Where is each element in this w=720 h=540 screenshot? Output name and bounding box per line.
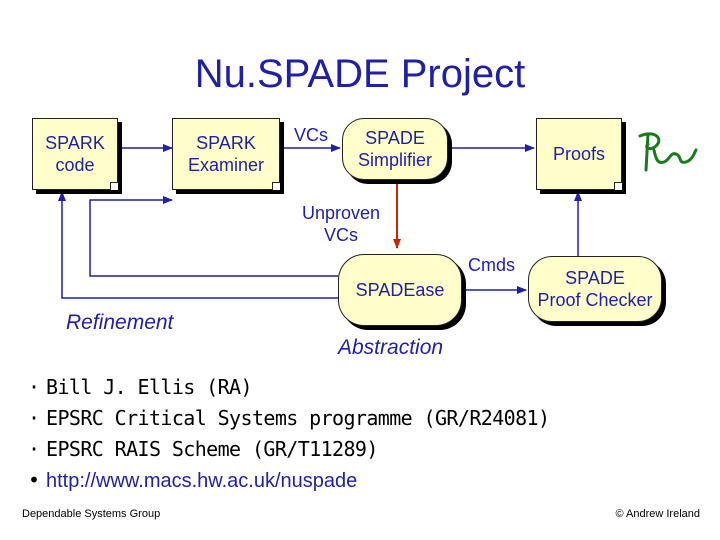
bullet-marker: • — [28, 468, 40, 492]
bullet-text: EPSRC RAIS Scheme (GR/T11289) — [46, 437, 378, 461]
bullet-text: Bill J. Ellis (RA) — [46, 375, 253, 399]
bullet-marker: · — [28, 406, 40, 430]
label-vcs: VCs — [294, 125, 329, 145]
signature-icon — [638, 132, 698, 172]
bullet-list: ·Bill J. Ellis (RA) ·EPSRC Critical Syst… — [28, 372, 550, 496]
label-unproven-vcs: Unproven VCs — [301, 203, 381, 245]
box-spadease: SPADEase — [338, 254, 462, 326]
bullet-marker: · — [28, 375, 40, 399]
label-refinement: Refinement — [66, 311, 174, 334]
bullet-item: • http://www.macs.hw.ac.uk/nuspade — [28, 465, 549, 496]
arrow-refinement — [58, 191, 338, 299]
bullet-item: ·Bill J. Ellis (RA) — [28, 372, 549, 403]
bullet-marker: · — [28, 437, 40, 461]
bullet-item: ·EPSRC Critical Systems programme (GR/R2… — [28, 403, 550, 434]
footer-left: Dependable Systems Group — [22, 508, 161, 520]
arrow-abstraction — [89, 196, 338, 277]
box-proofs: Proofs — [536, 118, 622, 190]
bullet-item: ·EPSRC RAIS Scheme (GR/T11289) — [28, 434, 549, 465]
box-spark-examiner-label: SPARK Examiner — [187, 133, 265, 175]
label-abstraction: Abstraction — [338, 336, 444, 359]
box-proof-checker-label: SPADE Proof Checker — [537, 268, 653, 310]
bullet-text: EPSRC Critical Systems programme (GR/R24… — [46, 406, 550, 430]
box-spade-simplifier: SPADE Simplifier — [342, 118, 448, 180]
footer-right: © Andrew Ireland — [615, 508, 700, 520]
box-spark-code: SPARK code — [32, 118, 118, 190]
box-proof-checker: SPADE Proof Checker — [528, 256, 662, 322]
box-spadease-label: SPADEase — [355, 280, 445, 300]
box-spark-code-label: SPARK code — [45, 133, 105, 175]
project-url-link[interactable]: http://www.macs.hw.ac.uk/nuspade — [46, 470, 358, 492]
box-spade-simplifier-label: SPADE Simplifier — [357, 128, 432, 170]
box-proofs-label: Proofs — [552, 144, 606, 164]
label-cmds: Cmds — [468, 255, 516, 275]
slide-title: Nu.SPADE Project — [194, 52, 526, 96]
box-spark-examiner: SPARK Examiner — [172, 118, 280, 190]
